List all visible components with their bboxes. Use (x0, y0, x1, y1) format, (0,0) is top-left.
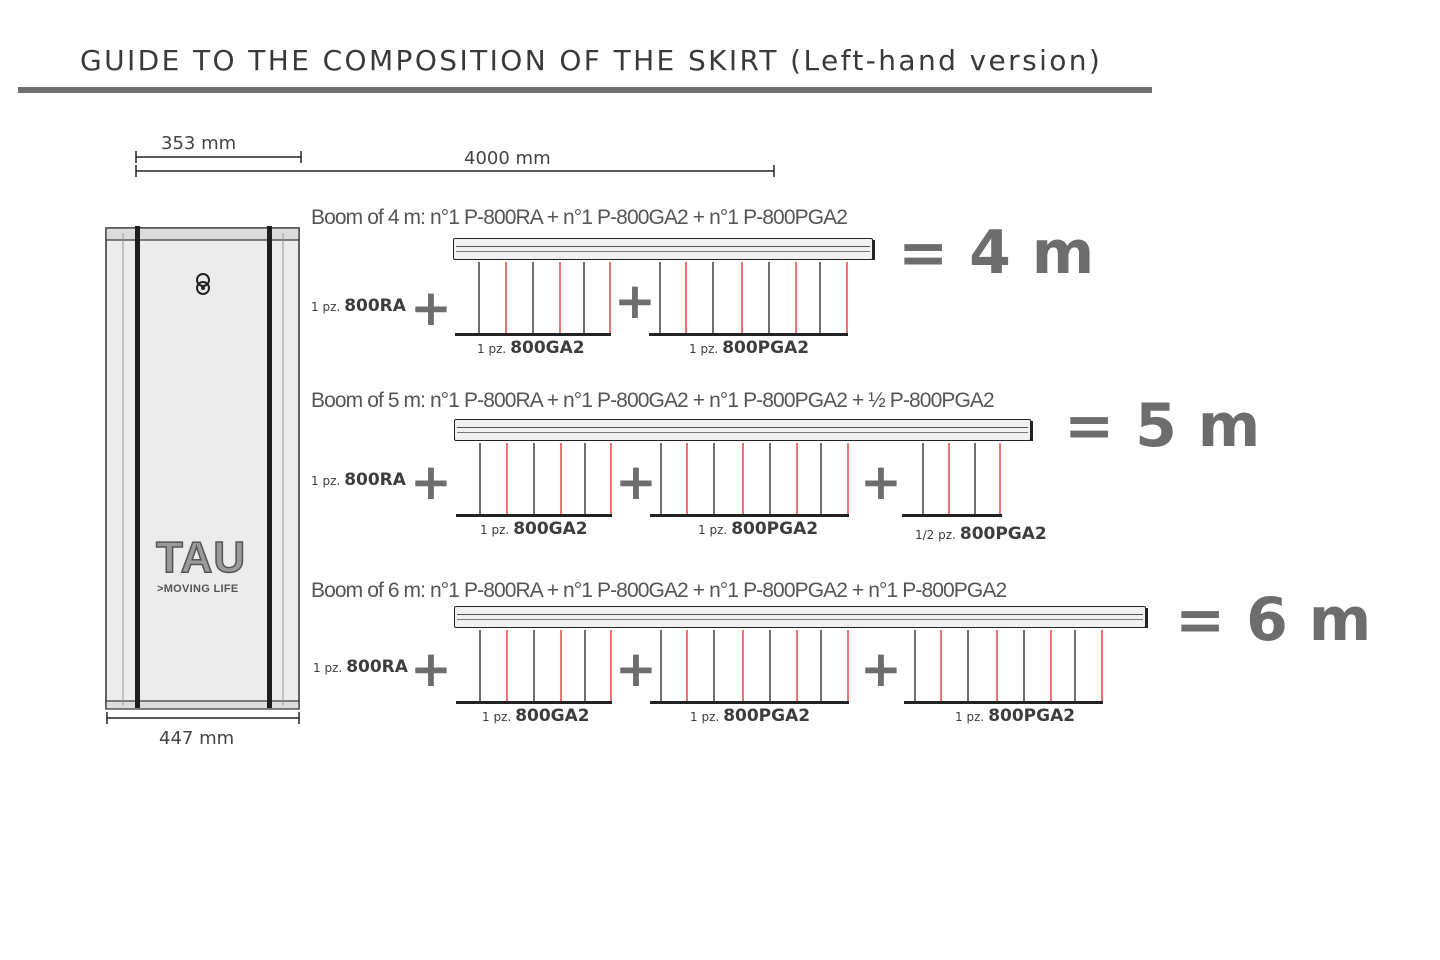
part-label-800ra: 1 pz.800RA (311, 470, 406, 490)
part-label-half-800pga2: 1/2 pz.800PGA2 (915, 524, 1047, 544)
part-label-800ra: 1 pz.800RA (313, 657, 408, 677)
plus-sign: + (615, 640, 657, 698)
keyhole-lock-icon (196, 273, 210, 295)
skirt-panel-800pga2 (904, 630, 1103, 704)
boom-6m (454, 606, 1148, 628)
dimension-post-width: 447 mm (159, 728, 235, 749)
formula-6m: Boom of 6 m: n°1 P-800RA + n°1 P-800GA2 … (311, 579, 1007, 602)
barrier-post (105, 226, 300, 710)
part-label-800pga2: 1 pz.800PGA2 (689, 338, 810, 358)
total-6m: = 6 m (1175, 585, 1372, 655)
plus-sign: + (410, 640, 452, 698)
total-4m: = 4 m (898, 218, 1095, 288)
dimension-lines (135, 151, 775, 177)
skirt-panel-800ga2 (456, 443, 612, 517)
total-5m: = 5 m (1064, 391, 1261, 461)
skirt-panel-800pga2 (650, 443, 849, 517)
formula-5m: Boom of 5 m: n°1 P-800RA + n°1 P-800GA2 … (311, 389, 995, 412)
tau-logo: TAU (155, 533, 247, 582)
tau-logo-tagline: >MOVING LIFE (157, 583, 239, 595)
skirt-panel-800ga2 (455, 262, 611, 336)
part-label-800ra: 1 pz.800RA (311, 296, 406, 316)
part-label-800ga2: 1 pz.800GA2 (482, 706, 590, 726)
part-label-800pga2: 1 pz.800PGA2 (955, 706, 1076, 726)
plus-sign: + (615, 453, 657, 511)
dimension-boom-length: 4000 mm (464, 148, 551, 169)
boom-5m (454, 419, 1033, 441)
skirt-panel-800pga2 (650, 630, 849, 704)
plus-sign: + (410, 453, 452, 511)
part-label-800pga2: 1 pz.800PGA2 (690, 706, 811, 726)
part-label-800pga2: 1 pz.800PGA2 (698, 519, 819, 539)
skirt-panel-800ga2 (456, 630, 612, 704)
title-underline (18, 87, 1152, 93)
formula-4m: Boom of 4 m: n°1 P-800RA + n°1 P-800GA2 … (311, 206, 848, 229)
plus-sign: + (860, 453, 902, 511)
page-title: GUIDE TO THE COMPOSITION OF THE SKIRT (L… (80, 44, 1103, 77)
plus-sign: + (860, 640, 902, 698)
skirt-panel-800pga2 (649, 262, 848, 336)
dimension-post-depth: 353 mm (161, 133, 237, 154)
boom-4m (453, 238, 875, 260)
skirt-panel-half-800pga2 (902, 443, 1002, 517)
plus-sign: + (614, 272, 656, 330)
post-width-dimension-line (106, 712, 300, 724)
part-label-800ga2: 1 pz.800GA2 (480, 519, 588, 539)
plus-sign: + (410, 279, 452, 337)
part-label-800ga2: 1 pz.800GA2 (477, 338, 585, 358)
